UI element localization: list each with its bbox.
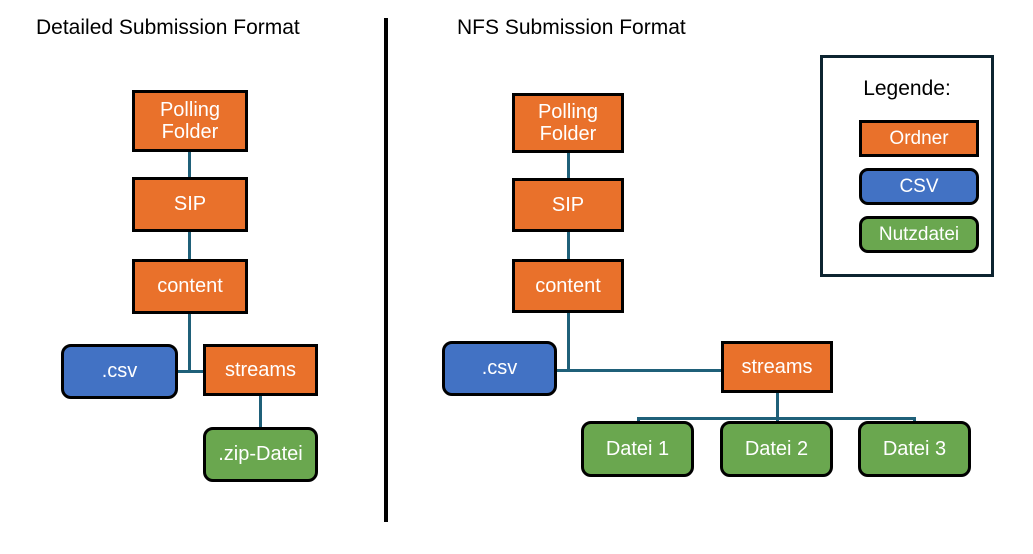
connector-polling-to-sip-right [567, 151, 570, 184]
node-label: Datei 1 [605, 437, 670, 460]
node-label: streams [741, 355, 813, 378]
panel-divider [384, 18, 388, 522]
connector-streams-down-right [776, 392, 779, 420]
page-title-left: Detailed Submission Format [36, 16, 300, 39]
node-sip-left[interactable]: SIP [132, 177, 248, 232]
node-streams-left[interactable]: streams [203, 344, 318, 396]
node-datei-1[interactable]: Datei 1 [581, 421, 694, 477]
connector-streams-to-zip-left [259, 394, 262, 429]
node-label: Datei 2 [744, 437, 809, 460]
legend-title: Legende: [863, 77, 951, 100]
legend-swatch-csv: CSV [859, 168, 979, 205]
node-label: .csv [101, 360, 138, 383]
connector-csv-to-streams-left [172, 370, 212, 373]
connector-content-down-left [188, 313, 191, 373]
node-label: Datei 3 [882, 437, 947, 460]
node-label: SIP [173, 193, 207, 216]
node-polling-folder-left[interactable]: Polling Folder [132, 90, 248, 152]
node-content-right[interactable]: content [512, 259, 624, 313]
page-title-right: NFS Submission Format [457, 16, 686, 39]
node-label-line2: Folder [161, 121, 219, 143]
node-datei-2[interactable]: Datei 2 [720, 421, 833, 477]
legend-swatch-nutzdatei: Nutzdatei [859, 216, 979, 253]
node-label: content [157, 275, 223, 298]
node-label-line1: Polling [159, 98, 221, 121]
node-sip-right[interactable]: SIP [512, 178, 624, 232]
legend-box: Legende: Ordner CSV Nutzdatei [820, 55, 994, 277]
node-label: SIP [551, 193, 585, 216]
connector-content-down-right [567, 312, 570, 372]
node-label: .zip-Datei [218, 443, 303, 466]
connector-sip-to-content-left [188, 230, 191, 263]
node-label-line2: Folder [539, 123, 597, 145]
legend-swatch-ordner: Ordner [859, 120, 979, 157]
legend-label: Ordner [889, 127, 949, 149]
legend-label: CSV [899, 175, 939, 197]
node-polling-folder-right[interactable]: Polling Folder [512, 93, 624, 153]
node-csv-left[interactable]: .csv [61, 344, 178, 399]
node-zip-datei-left[interactable]: .zip-Datei [203, 427, 318, 482]
node-streams-right[interactable]: streams [721, 341, 833, 393]
connector-polling-to-sip-left [188, 148, 191, 181]
node-label-line1: Polling [537, 100, 599, 123]
node-datei-3[interactable]: Datei 3 [858, 421, 971, 477]
node-csv-right[interactable]: .csv [442, 341, 557, 396]
legend-label: Nutzdatei [878, 223, 960, 245]
node-label: streams [224, 358, 297, 381]
connector-csv-to-streams-right [552, 369, 724, 372]
connector-sip-to-content-right [567, 231, 570, 262]
node-label: content [535, 274, 601, 297]
node-content-left[interactable]: content [132, 259, 248, 314]
node-label: .csv [481, 357, 518, 380]
